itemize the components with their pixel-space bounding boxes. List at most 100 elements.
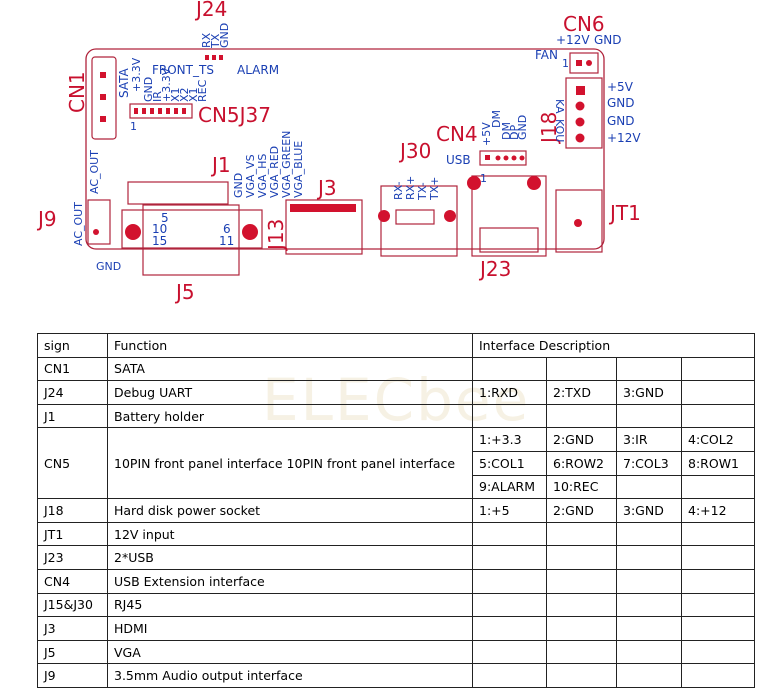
cn5-pin [158, 108, 162, 114]
j18-pin-4 [575, 133, 585, 143]
cn4-pin-5 [519, 155, 525, 161]
label-j18-5v: +5V [607, 80, 634, 94]
cell-func: HDMI [107, 616, 473, 641]
label-rj45-pin: TX+ [428, 177, 441, 201]
label-usb-pin: GND [516, 115, 529, 140]
label-sata: SATA [117, 67, 131, 98]
cn4-pin-4 [511, 155, 517, 161]
j9-jack [87, 199, 111, 245]
label-j13: J13 [264, 219, 288, 252]
label-cn5-pin: IR [151, 91, 164, 102]
label-sata-3v3: +3.3V [130, 57, 143, 92]
cell-pin [680, 639, 756, 665]
label-rj45-pin: RX- [392, 181, 405, 200]
j23-mount-right [527, 176, 541, 190]
table-header-row: sign Function Interface Description [37, 333, 756, 358]
label-cn5-pin: GND [142, 77, 155, 102]
cn4-pin-1 [485, 155, 490, 160]
cell-func: 12V input [107, 521, 473, 547]
cn4-pin-3 [503, 155, 509, 161]
table-row: J15&J30 RJ45 [37, 592, 756, 618]
label-cn1: CN1 [65, 71, 89, 113]
cell-sign: CN1 [37, 356, 108, 382]
cell-pin [546, 592, 617, 618]
table-subrow: 9:ALARM 10:REC [38, 474, 756, 500]
cell-sign: J5 [37, 639, 108, 665]
label-ac-out-2: AC_OUT [72, 202, 85, 246]
cn6-pin-1 [576, 60, 582, 66]
table-row: J18 Hard disk power socket 1:+5 2:GND 3:… [37, 498, 756, 523]
cell-pin: 3:GND [616, 380, 682, 405]
label-j18: J18 [537, 112, 561, 145]
cell-pin [680, 356, 756, 382]
table-row: J3 HDMI [37, 616, 756, 641]
label-cn6-gnd: GND [594, 33, 622, 47]
cell-pin: 7:COL3 [616, 450, 682, 476]
j23-connector [471, 175, 547, 257]
cell-pin [680, 380, 756, 405]
cell-func: SATA [107, 356, 473, 382]
label-usb-pin: DM [500, 122, 513, 140]
table-row: CN1 SATA [37, 356, 756, 382]
j5-mount-left [125, 224, 141, 240]
label-jt1: JT1 [608, 201, 641, 225]
cell-pin [616, 474, 682, 500]
cell-func: Hard disk power socket [107, 498, 473, 523]
cell-pin: 1:+3.3 [472, 427, 547, 452]
label-vga-pin: GND [232, 173, 245, 198]
cell-sign: J15&J30 [37, 592, 108, 618]
cell-pin [680, 663, 756, 688]
j18-pin-1 [576, 86, 585, 95]
cn1-pin-b [100, 94, 106, 100]
cell-sign: J23 [37, 545, 108, 570]
header-sign: sign [37, 333, 108, 358]
table-row: CN4 USB Extension interface [37, 568, 756, 594]
cell-func: 2*USB [107, 545, 473, 570]
label-j24-tx: TX [209, 33, 222, 49]
cn1-pin-a [100, 72, 106, 78]
j9-pin [93, 229, 99, 235]
cn4-header [479, 150, 527, 166]
table-row: CN5 10PIN front panel interface 10PIN fr… [37, 427, 756, 500]
table-row: JT1 12V input [37, 521, 756, 547]
cell-pin [546, 545, 617, 570]
label-rj45-pin: TX- [416, 182, 429, 201]
cell-pin [680, 592, 756, 618]
j30-pins [395, 209, 435, 225]
table-subrow: 5:COL1 6:ROW2 7:COL3 8:ROW1 [38, 450, 756, 476]
cell-pin [472, 545, 547, 570]
j18-pin-2 [575, 101, 585, 111]
cell-pin [616, 592, 682, 618]
cell-pin: 2:GND [546, 498, 617, 523]
cell-pin: 1:RXD [472, 380, 547, 405]
label-vga-pin: VGA_VS [244, 154, 257, 198]
j5-mount-right [242, 224, 258, 240]
cell-pin [546, 568, 617, 594]
label-j30: J30 [398, 139, 431, 163]
cell-sign: J3 [37, 616, 108, 641]
label-rj45-pin: RX+ [404, 176, 417, 200]
label-cn5-pin: X1 [187, 87, 200, 102]
label-fan: FAN [535, 48, 558, 62]
cell-pin [472, 663, 547, 688]
label-j3: J3 [316, 176, 337, 200]
cell-func: Debug UART [107, 380, 473, 405]
cell-pin: 4:COL2 [680, 427, 756, 452]
cell-pin [546, 403, 617, 429]
cn1-connector [91, 56, 117, 140]
label-j18-gnd2: GND [607, 114, 635, 128]
cell-pin [680, 403, 756, 429]
table-row: J24 Debug UART 1:RXD 2:TXD 3:GND [37, 380, 756, 405]
cn6-pin-2 [586, 60, 592, 66]
cell-pin [616, 521, 682, 547]
label-j23: J23 [478, 257, 511, 281]
j30-mount-left [378, 210, 390, 222]
j3-connector [285, 199, 363, 255]
jt1-jack [555, 189, 603, 253]
j5-bracket [121, 209, 263, 249]
cell-pin [472, 403, 547, 429]
cell-pin [546, 356, 617, 382]
label-cn6-12v: +12V [556, 33, 590, 47]
cell-pin [616, 639, 682, 665]
label-vga-pin: VGA_GREEN [280, 131, 293, 198]
